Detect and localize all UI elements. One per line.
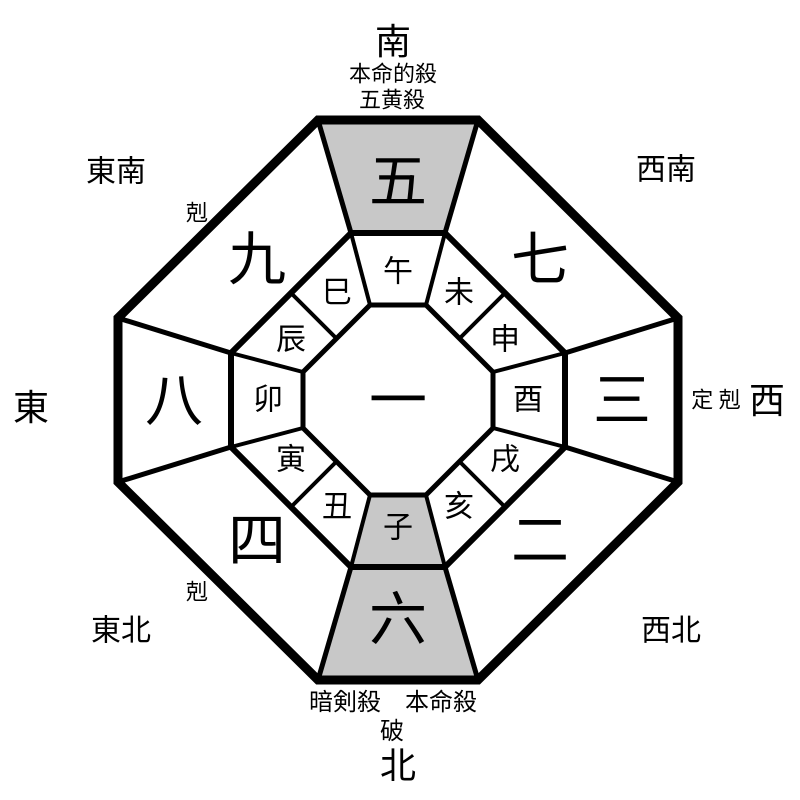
outer-section-label-south: 五 (369, 150, 427, 215)
zodiac-label-usagi: 卯 (253, 384, 283, 417)
outer-section-label-north: 六 (369, 588, 427, 653)
divider-line (315, 566, 354, 681)
outer-section-label-northeast: 四 (228, 509, 286, 574)
center-star: 一 (369, 369, 427, 434)
divider-line (564, 444, 679, 485)
zodiac-label-tora: 寅 (276, 444, 306, 477)
divider-line (492, 426, 566, 449)
divider-line (315, 119, 354, 234)
outer-octagon (113, 115, 683, 685)
divider-line (117, 444, 232, 485)
annotation-teikoku-west: 定 剋 (691, 388, 741, 413)
annotation-goou-satsu: 五黄殺 (359, 88, 425, 113)
divider-line (349, 232, 372, 306)
zodiac-label-saru: 申 (490, 324, 520, 357)
outer-ring-dividers (117, 119, 679, 681)
corner-bisector-line (289, 291, 338, 340)
compass-label-east: 東 (13, 388, 49, 428)
divider-line (564, 315, 679, 356)
zodiac-label-hitsuji: 未 (444, 277, 474, 310)
corner-bisector-line (289, 460, 338, 509)
shaded-section-north-six (318, 567, 478, 680)
divider-line (230, 426, 304, 449)
inner-octagon (300, 302, 496, 498)
compass-label-southeast: 東南 (86, 156, 146, 189)
corner-bisector-line (458, 460, 507, 509)
shaded-cell-zodiac-ne (351, 495, 445, 567)
compass-label-north: 北 (380, 746, 416, 786)
zodiac-label-mi: 巳 (322, 277, 352, 310)
zodiac-label-inoshishi: 亥 (444, 491, 474, 524)
compass-label-northeast: 東北 (91, 615, 151, 648)
outer-section-label-east: 八 (145, 369, 203, 434)
annotation-ha: 破 (380, 718, 404, 745)
compass-label-west: 西 (749, 381, 785, 421)
outer-section-label-west: 三 (593, 369, 651, 434)
outer-section-label-southeast: 九 (228, 228, 286, 293)
divider-line (442, 119, 481, 234)
divider-line (230, 351, 304, 374)
divider-line (349, 494, 372, 568)
divider-line (117, 315, 232, 356)
zodiac-ring-dividers (230, 232, 566, 568)
outer-section-label-northwest: 二 (511, 509, 569, 574)
annotation-koku-northeast: 剋 (186, 580, 208, 605)
zodiac-label-tatsu: 辰 (276, 324, 306, 357)
outer-section-label-southwest: 七 (511, 228, 569, 293)
divider-line (442, 566, 481, 681)
annotation-honmeiteki-satsu: 本命的殺 (349, 62, 437, 87)
divider-line (424, 232, 447, 306)
compass-label-southwest: 西南 (636, 154, 696, 187)
middle-octagon (228, 230, 568, 570)
divider-line (492, 351, 566, 374)
zodiac-label-ushi: 丑 (322, 491, 352, 524)
zodiac-label-tori: 酉 (513, 384, 543, 417)
shaded-section-south-five (318, 120, 478, 233)
compass-label-northwest: 西北 (641, 615, 701, 648)
annotation-anken-honmei-satsu: 暗剣殺 本命殺 (309, 689, 477, 716)
annotation-koku-southeast: 剋 (186, 201, 208, 226)
zodiac-label-uma: 午 (383, 256, 413, 289)
corner-bisector-line (458, 291, 507, 340)
divider-line (424, 494, 447, 568)
zodiac-label-inu: 戌 (490, 444, 520, 477)
compass-label-south: 南 (375, 22, 411, 62)
zodiac-label-ne: 子 (383, 512, 413, 545)
